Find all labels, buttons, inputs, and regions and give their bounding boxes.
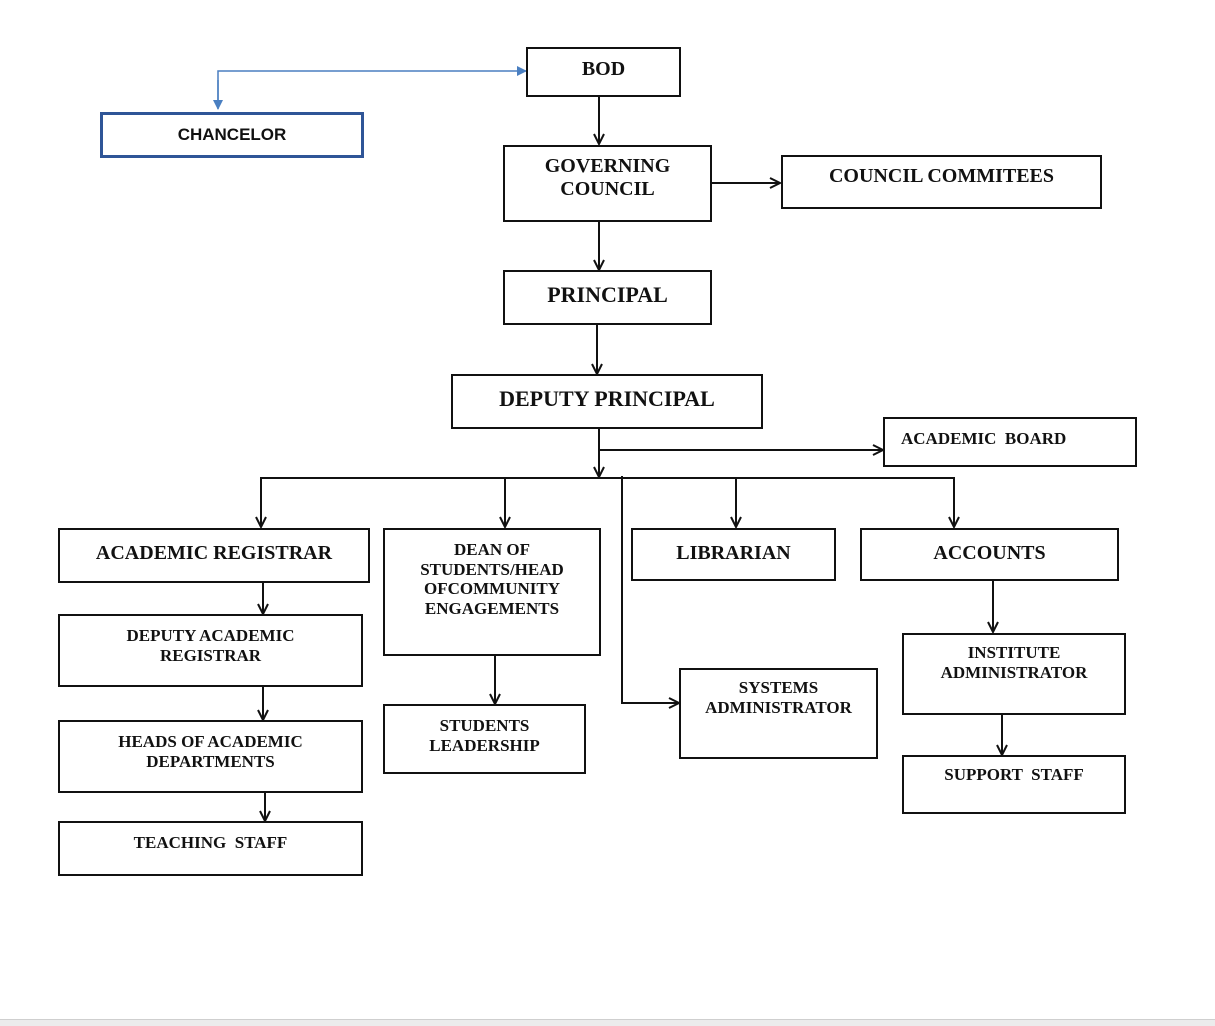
node-label-line: SYSTEMS bbox=[738, 678, 819, 697]
node-principal: PRINCIPAL bbox=[503, 270, 712, 325]
node-label: PRINCIPAL bbox=[547, 282, 668, 307]
node-label-line: LEADERSHIP bbox=[429, 735, 540, 755]
node-accounts: ACCOUNTS bbox=[860, 528, 1119, 581]
node-label-line: DEPARTMENTS bbox=[146, 751, 275, 771]
node-label: ACCOUNTS bbox=[933, 542, 1046, 564]
node-academic-board: ACADEMIC BOARD bbox=[883, 417, 1137, 467]
viewer-bottom-edge bbox=[0, 1019, 1215, 1026]
node-label: SUPPORT STAFF bbox=[944, 765, 1084, 784]
node-deputy-principal: DEPUTY PRINCIPAL bbox=[451, 374, 763, 429]
node-label: LIBRARIAN bbox=[676, 542, 791, 564]
node-academic-registrar: ACADEMIC REGISTRAR bbox=[58, 528, 370, 583]
node-librarian: LIBRARIAN bbox=[631, 528, 836, 581]
node-label: ACADEMIC REGISTRAR bbox=[95, 542, 333, 564]
node-label-line: COUNCIL bbox=[560, 178, 655, 200]
node-label-line: STUDENTS bbox=[439, 716, 530, 735]
node-heads-of-academic-departments: HEADS OF ACADEMIC DEPARTMENTS bbox=[58, 720, 363, 793]
node-support-staff: SUPPORT STAFF bbox=[902, 755, 1126, 814]
node-label: COUNCIL COMMITEES bbox=[828, 165, 1055, 187]
edge-to-systems-administrator bbox=[621, 476, 679, 703]
node-label: DEPUTY PRINCIPAL bbox=[499, 386, 715, 411]
node-label-line: REGISTRAR bbox=[159, 645, 262, 665]
node-governing-council: GOVERNING COUNCIL bbox=[503, 145, 712, 222]
node-label: BOD bbox=[581, 57, 626, 80]
node-label-line: GOVERNING bbox=[544, 155, 671, 177]
node-label: CHANCELOR bbox=[177, 125, 287, 145]
node-label: ACADEMIC BOARD bbox=[901, 429, 1067, 448]
node-systems-administrator: SYSTEMS ADMINISTRATOR bbox=[679, 668, 878, 759]
node-label: TEACHING STAFF bbox=[133, 833, 288, 852]
node-label-line: DEAN OF bbox=[453, 540, 530, 559]
node-council-commitees: COUNCIL COMMITEES bbox=[781, 155, 1102, 209]
node-label-line: ADMINISTRATOR bbox=[940, 662, 1088, 682]
node-label-line: STUDENTS/HEAD bbox=[420, 559, 564, 579]
node-institute-administrator: INSTITUTE ADMINISTRATOR bbox=[902, 633, 1126, 715]
node-students-leadership: STUDENTS LEADERSHIP bbox=[383, 704, 586, 774]
edge-bod-chancelor bbox=[217, 66, 527, 108]
node-label-line: INSTITUTE bbox=[967, 643, 1061, 662]
node-label-line: OFCOMMUNITY bbox=[424, 579, 560, 599]
node-label-line: ADMINISTRATOR bbox=[705, 697, 852, 717]
node-label-line: DEPUTY ACADEMIC bbox=[126, 626, 295, 645]
node-teaching-staff: TEACHING STAFF bbox=[58, 821, 363, 876]
node-label-line: ENGAGEMENTS bbox=[424, 598, 560, 618]
node-bod: BOD bbox=[526, 47, 681, 97]
node-chancelor: CHANCELOR bbox=[100, 112, 364, 158]
node-label-line: HEADS OF ACADEMIC bbox=[118, 732, 303, 751]
node-dean-of-students: DEAN OF STUDENTS/HEAD OFCOMMUNITY ENGAGE… bbox=[383, 528, 601, 656]
node-deputy-academic-registrar: DEPUTY ACADEMIC REGISTRAR bbox=[58, 614, 363, 687]
